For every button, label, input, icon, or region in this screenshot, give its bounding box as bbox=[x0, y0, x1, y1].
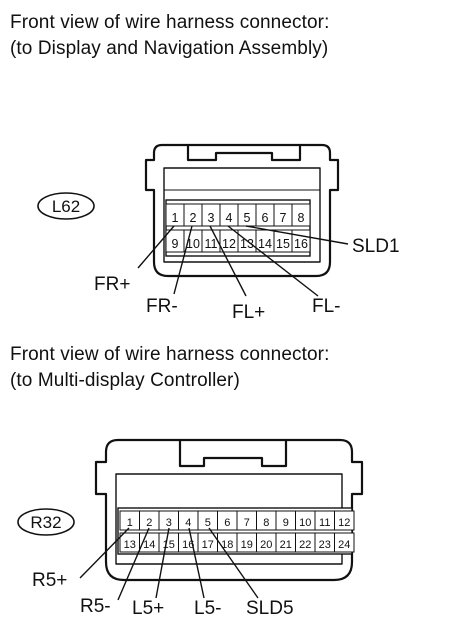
connector1-pin-label: 2 bbox=[190, 211, 197, 225]
connector2-lead-l5-plus bbox=[155, 527, 170, 599]
connector1-pin-label: 12 bbox=[222, 237, 236, 251]
connector2-pin-label: 1 bbox=[127, 517, 133, 529]
signal-sld5: SLD5 bbox=[246, 598, 294, 619]
connector1-lead-fl-minus bbox=[227, 225, 319, 297]
connector2-inner-frame bbox=[115, 473, 343, 565]
connector2-pin-label: 5 bbox=[205, 517, 211, 529]
connector1-heading-line2: (to Display and Navigation Assembly) bbox=[10, 38, 329, 59]
connector2-pin-label: 20 bbox=[260, 539, 272, 551]
connector2-id: R32 bbox=[30, 513, 61, 532]
connector1-pin-label: 7 bbox=[280, 211, 287, 225]
connector2-pin-label: 18 bbox=[221, 539, 233, 551]
connector1-pin-label: 14 bbox=[258, 237, 272, 251]
connector1-pin-label: 9 bbox=[172, 237, 179, 251]
connector2-pin-label: 8 bbox=[263, 517, 269, 529]
connector1-lead-fr-plus bbox=[137, 225, 175, 269]
connector1-pin-label: 1 bbox=[172, 211, 179, 225]
signal-r5-plus: R5+ bbox=[32, 570, 67, 591]
connector2-pin-cell bbox=[334, 510, 355, 531]
connector1-pin-label: 6 bbox=[262, 211, 269, 225]
connector2-lead-sld5 bbox=[208, 527, 259, 599]
connector2-housing bbox=[94, 438, 364, 582]
connector2-pin-label: 7 bbox=[244, 517, 250, 529]
connector1-pin-label: 15 bbox=[276, 237, 290, 251]
signal-r5-minus: R5- bbox=[80, 596, 111, 617]
connector2-lead-l5-minus bbox=[188, 527, 205, 599]
connector2-heading-line1: Front view of wire harness connector: bbox=[10, 344, 330, 365]
connector2-lead-r5-minus bbox=[117, 527, 150, 601]
connector1-pin-cell bbox=[291, 203, 311, 227]
connector1-lead-fl-plus bbox=[209, 225, 247, 297]
connector1-pin-label: 5 bbox=[244, 211, 251, 225]
connector1-pin-label: 4 bbox=[226, 211, 233, 225]
connector1-pin-label: 10 bbox=[186, 237, 200, 251]
connector2-pin-label: 6 bbox=[224, 517, 230, 529]
connector2-pin-label: 10 bbox=[299, 517, 311, 529]
connector2-heading-line2: (to Multi-display Controller) bbox=[10, 370, 240, 391]
connector2-pin-cell bbox=[334, 532, 355, 553]
signal-fl-minus: FL- bbox=[312, 296, 341, 317]
connector2-lead-r5-plus bbox=[79, 527, 130, 579]
signal-sld1: SLD1 bbox=[352, 236, 400, 257]
connector2-pin-label: 2 bbox=[146, 517, 152, 529]
connector2-pin-label: 9 bbox=[283, 517, 289, 529]
connector2-pin-label: 17 bbox=[202, 539, 214, 551]
signal-fr-plus: FR+ bbox=[94, 274, 130, 295]
connector2-pin-label: 24 bbox=[338, 539, 350, 551]
connector1-heading-line1: Front view of wire harness connector: bbox=[10, 12, 330, 33]
signal-l5-plus: L5+ bbox=[132, 598, 164, 619]
connector2-pin-label: 12 bbox=[338, 517, 350, 529]
connector1-latch bbox=[186, 145, 302, 162]
connector2-pin-label: 19 bbox=[241, 539, 253, 551]
connector2-pin-label: 23 bbox=[319, 539, 331, 551]
connector2-pin-label: 21 bbox=[280, 539, 292, 551]
connector2-pin-label: 22 bbox=[299, 539, 311, 551]
connector2-pin-label: 3 bbox=[166, 517, 172, 529]
connector1-id-badge bbox=[37, 192, 95, 220]
connector1-pin-label: 3 bbox=[208, 211, 215, 225]
connector2-id-badge bbox=[17, 508, 75, 536]
connector1-pin-label: 11 bbox=[205, 237, 218, 251]
connector2-pin-label: 13 bbox=[124, 539, 136, 551]
signal-l5-minus: L5- bbox=[194, 598, 221, 619]
signal-fl-plus: FL+ bbox=[232, 302, 265, 323]
connector2-latch bbox=[178, 440, 288, 468]
connector1-pin-label: 16 bbox=[294, 237, 308, 251]
connector1-inner-frame bbox=[163, 167, 321, 263]
connector1-pin-label: 8 bbox=[298, 211, 305, 225]
connector1-id: L62 bbox=[52, 197, 80, 216]
connector1-housing bbox=[144, 143, 340, 278]
connector2-pin-label: 14 bbox=[143, 539, 155, 551]
connector1-lead-fr-minus bbox=[173, 225, 193, 295]
signal-fr-minus: FR- bbox=[146, 296, 178, 317]
connector1-lead-sld1 bbox=[245, 225, 349, 245]
connector2-pin-label: 11 bbox=[319, 517, 330, 529]
connector2-pin-label: 4 bbox=[185, 517, 191, 529]
connector1-pin-label: 13 bbox=[240, 237, 254, 251]
